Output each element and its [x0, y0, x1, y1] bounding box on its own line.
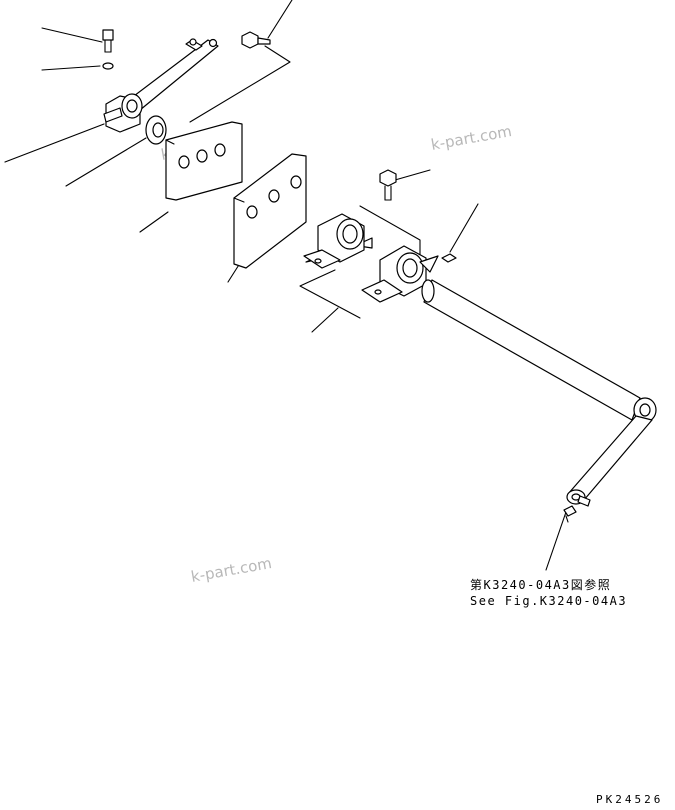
- bolt-top-left: [102, 29, 114, 53]
- small-bolt-bottom: [563, 505, 577, 523]
- shaft-key: [441, 253, 457, 263]
- bearing-unit-right: [361, 245, 439, 303]
- watermark-bottom: k-part.com: [190, 554, 274, 586]
- watermark-top-right: k-part.com: [430, 122, 514, 154]
- cross-shaft: [421, 279, 657, 423]
- spacer-ring: [145, 115, 167, 145]
- leader-lines: [4, 0, 567, 571]
- lock-washer: [102, 62, 114, 70]
- drawing-code: PK24526: [596, 793, 664, 806]
- flange-bolt-top: [241, 31, 271, 49]
- clamp-block: [103, 93, 143, 133]
- bearing-unit-left: [303, 213, 373, 269]
- drop-arm: [566, 415, 653, 507]
- shim-plate-front: [165, 121, 243, 201]
- flange-bolt-middle: [379, 169, 397, 201]
- shim-plate-rear: [233, 153, 307, 269]
- reference-note-japanese: 第K3240-04A3図参照: [470, 578, 612, 592]
- reference-note-english: See Fig.K3240-04A3: [470, 594, 628, 608]
